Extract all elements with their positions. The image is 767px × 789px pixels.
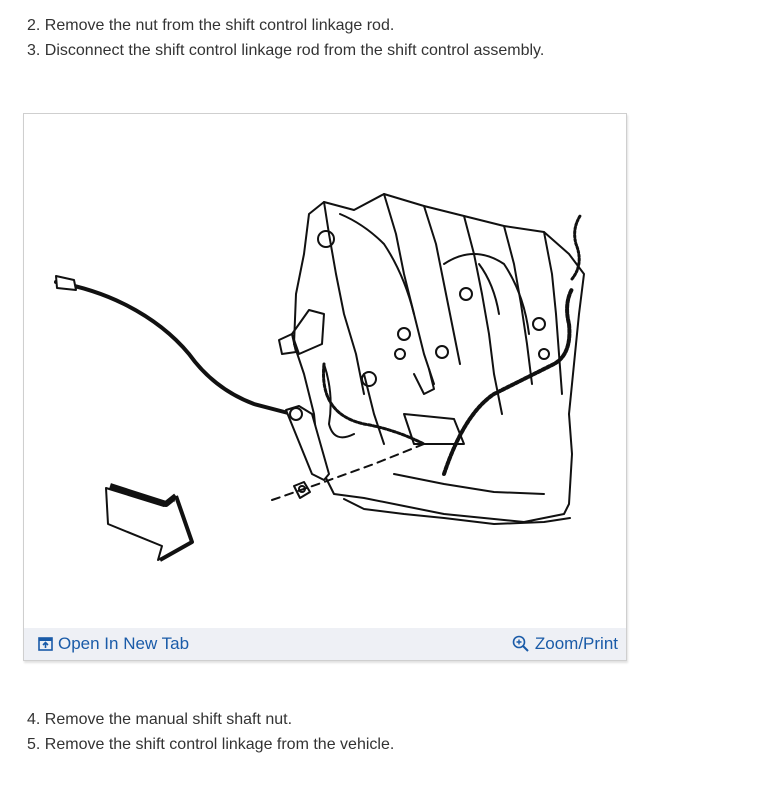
open-in-new-tab-button[interactable]: Open In New Tab xyxy=(38,634,189,654)
step-3: 3. Disconnect the shift control linkage … xyxy=(27,42,545,59)
open-in-new-tab-label: Open In New Tab xyxy=(58,634,190,653)
step-2: 2. Remove the nut from the shift control… xyxy=(27,17,395,34)
zoom-print-label: Zoom/Print xyxy=(534,634,618,653)
open-in-new-tab-icon xyxy=(38,637,53,651)
zoom-in-icon xyxy=(512,635,529,652)
zoom-print-button[interactable]: Zoom/Print xyxy=(512,634,618,654)
shift-linkage-diagram xyxy=(54,193,585,562)
figure-card: Open In New Tab Zoom/Print xyxy=(23,113,627,661)
figure-toolbar: Open In New Tab Zoom/Print xyxy=(24,628,626,660)
step-4: 4. Remove the manual shift shaft nut. xyxy=(27,711,293,728)
step-5: 5. Remove the shift control linkage from… xyxy=(27,736,395,753)
